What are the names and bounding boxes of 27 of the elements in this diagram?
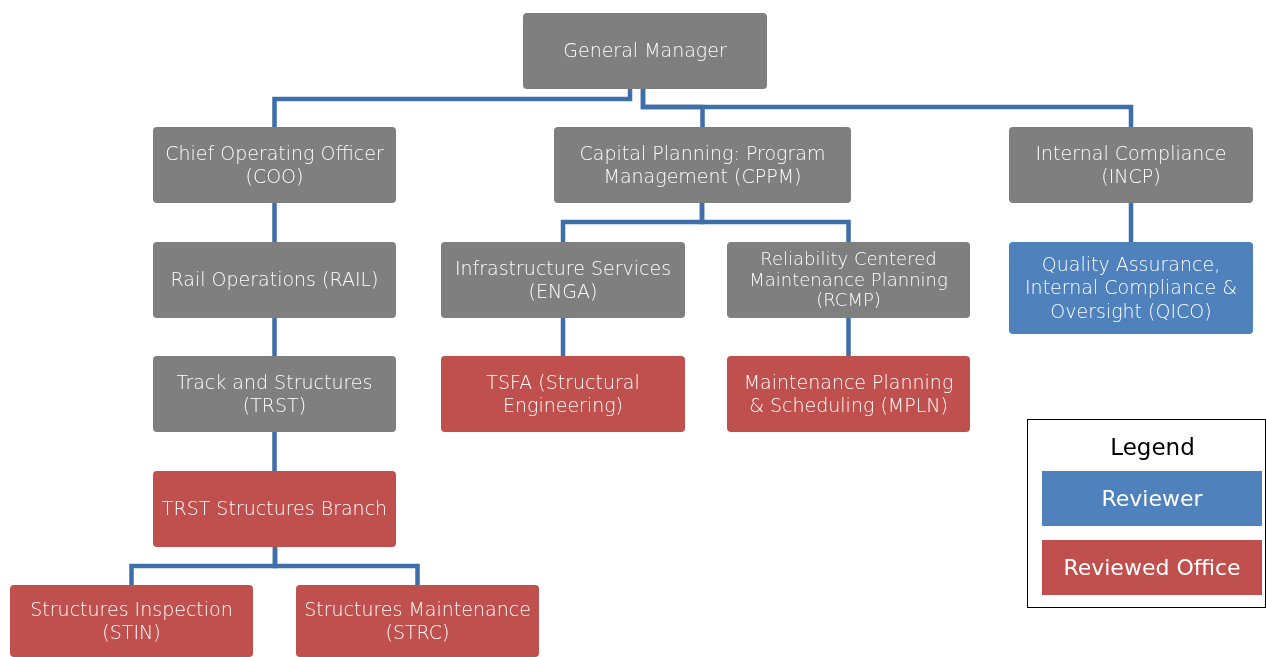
- connector-line: [272, 432, 277, 471]
- legend-label: Reviewer: [1101, 486, 1203, 511]
- org-unit-box: General Manager: [523, 13, 767, 89]
- connector-line: [272, 547, 420, 585]
- org-unit-box: TRST Structures Branch: [153, 471, 396, 547]
- org-unit-box: Reliability Centered Maintenance Planning (RCMP): [727, 242, 970, 318]
- connector-line: [272, 318, 277, 356]
- org-unit-box: Capital Planning: Program Management (CPPM): [554, 127, 851, 203]
- org-unit-box: Rail Operations (RAIL): [153, 242, 396, 318]
- org-unit-box: Track and Structures (TRST): [153, 356, 396, 432]
- org-unit-box: TSFA (Structural Engineering): [441, 356, 685, 432]
- connector-line: [1128, 203, 1134, 242]
- org-unit-box: Internal Compliance (INCP): [1009, 127, 1253, 203]
- connector-line: [272, 89, 633, 127]
- connector-line: [560, 318, 566, 356]
- connector-line: [272, 203, 277, 242]
- org-unit-box: Chief Operating Officer (COO): [153, 127, 396, 203]
- org-unit-box: Structures Maintenance (STRC): [296, 585, 539, 657]
- org-unit-box: Maintenance Planning & Scheduling (MPLN): [727, 356, 970, 432]
- connector-line: [846, 318, 851, 356]
- legend-title: Legend: [1109, 434, 1196, 460]
- connector-line: [699, 203, 851, 242]
- org-unit-box: Quality Assurance, Internal Compliance & Oversight (QICO): [1009, 242, 1253, 334]
- org-unit-box: Structures Inspection (STIN): [10, 585, 253, 657]
- connector-line: [640, 89, 1134, 127]
- org-unit-box: Infrastructure Services (ENGA): [441, 242, 685, 318]
- legend-label: Reviewed Office: [1063, 555, 1241, 580]
